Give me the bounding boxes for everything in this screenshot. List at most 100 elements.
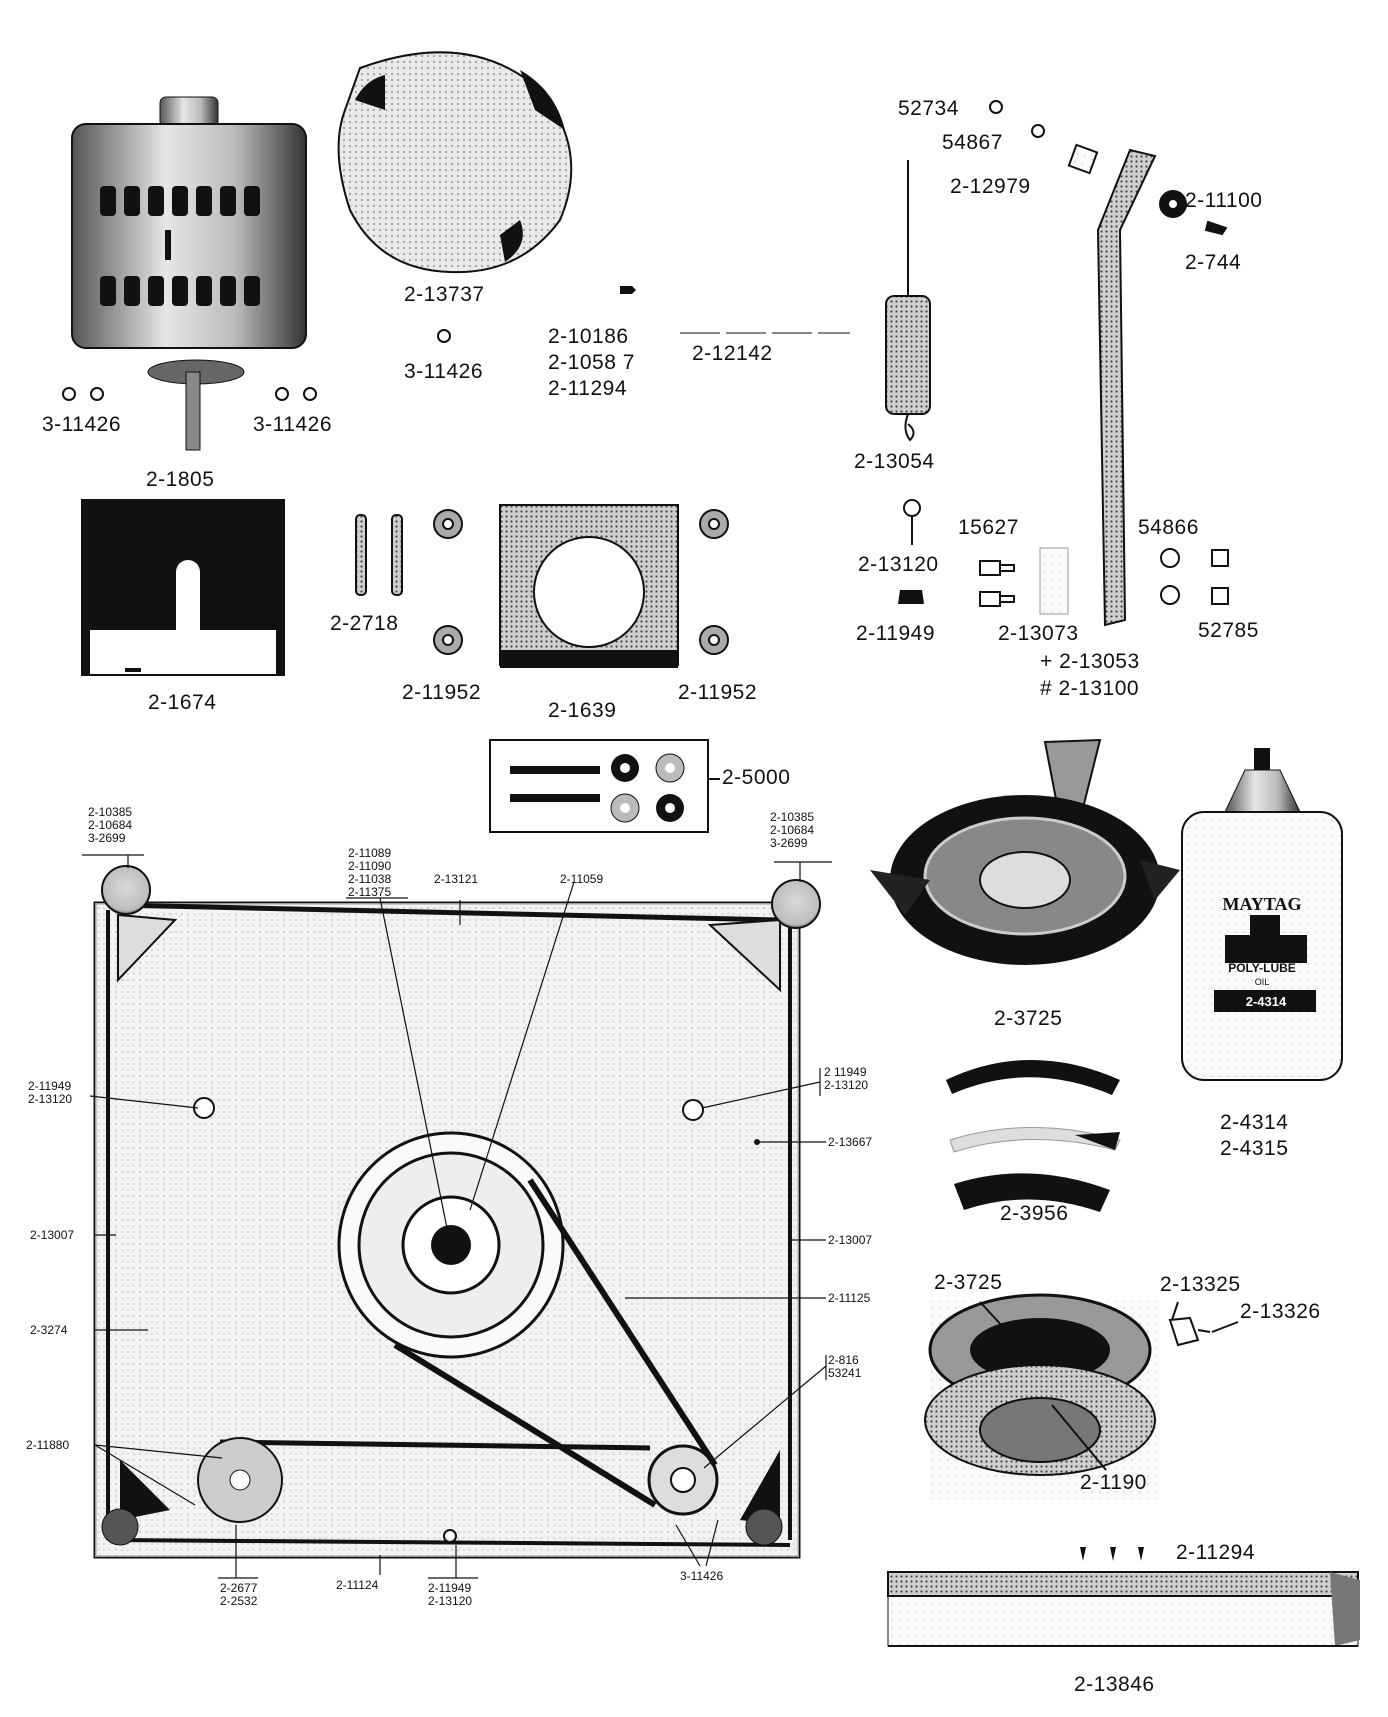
gearcase-leaders bbox=[979, 1301, 1239, 1471]
label-mount-right: 2-11952 bbox=[678, 681, 758, 704]
label-brakes: 2-3956 bbox=[1000, 1202, 1069, 1225]
eyebolt-illustration bbox=[903, 499, 921, 545]
label-right-816-2: 53241 bbox=[828, 1366, 862, 1380]
label-trim: 2-13846 bbox=[1074, 1673, 1155, 1696]
label-tl-foot-3: 3-2699 bbox=[88, 831, 126, 845]
label-tr-foot-2: 2-10684 bbox=[770, 823, 815, 837]
label-pulley-3: 2-11038 bbox=[348, 872, 392, 886]
bolts-15627 bbox=[979, 560, 1015, 607]
label-right-mount-2: 2-13120 bbox=[824, 1078, 869, 1092]
gearcase-illustration bbox=[924, 1293, 1211, 1500]
label-52785: 52785 bbox=[1198, 619, 1259, 642]
label-gearcase-1190: 2-1190 bbox=[1080, 1471, 1147, 1494]
label-bottom-2677-2: 2-2532 bbox=[220, 1594, 258, 1608]
label-right-mount-1: 2 11949 bbox=[824, 1065, 867, 1079]
cover-tab bbox=[520, 70, 565, 130]
label-54866: 54866 bbox=[1138, 516, 1199, 539]
label-2-744: 2-744 bbox=[1185, 251, 1242, 274]
label-oil: 2-4314 2-4315 bbox=[1220, 1110, 1288, 1162]
label-pulley-parts: 2-11089 2-11090 2-11038 2-11375 bbox=[348, 847, 391, 899]
label-gearcase-3725: 2-3725 bbox=[934, 1271, 1003, 1294]
rod-illustration bbox=[1096, 148, 1157, 627]
oil-bottle-brand: MAYTAG bbox=[1222, 894, 1301, 914]
label-3-11426: 3-11426 bbox=[680, 1569, 724, 1583]
label-motor-nuts-right: 3-11426 bbox=[253, 413, 333, 436]
label-bottom-11949-1: 2-11949 bbox=[428, 1581, 472, 1595]
label-2-11880: 2-11880 bbox=[26, 1438, 70, 1452]
label-right-13007: 2-13007 bbox=[828, 1233, 873, 1247]
label-gearcase-13325: 2-13325 bbox=[1160, 1273, 1241, 1296]
label-kit: 2-5000 bbox=[722, 766, 791, 789]
label-left-mount: 2-11949 2-13120 bbox=[28, 1080, 72, 1106]
label-bottom-2677: 2-2677 2-2532 bbox=[220, 1582, 257, 1608]
label-2-11100: 2-11100 bbox=[1185, 189, 1263, 212]
label-2-11949: 2-11949 bbox=[856, 622, 936, 645]
label-right-mount: 2 11949 2-13120 bbox=[824, 1066, 868, 1092]
label-bottom-2677-1: 2-2677 bbox=[220, 1581, 258, 1595]
mounts-11952 bbox=[433, 509, 729, 655]
label-2-3274: 2-3274 bbox=[30, 1323, 68, 1337]
label-tr-foot-3: 3-2699 bbox=[770, 836, 808, 850]
cover-illustration bbox=[337, 51, 573, 274]
label-screw-1: 2-10186 bbox=[548, 325, 629, 348]
label-pulley-1: 2-11089 bbox=[348, 846, 392, 860]
label-screw-3: 2-11294 bbox=[548, 377, 628, 400]
label-2-13073: 2-13073 bbox=[998, 622, 1079, 645]
label-rod: 2-12142 bbox=[692, 342, 773, 365]
label-spring: 2-13054 bbox=[854, 450, 935, 473]
label-bottom-11949: 2-11949 2-13120 bbox=[428, 1582, 472, 1608]
label-2-11294: 2-11294 bbox=[1176, 1541, 1256, 1564]
springs-2718-illustration bbox=[355, 514, 403, 596]
label-motor: 2-1805 bbox=[146, 468, 215, 491]
label-pulley-2: 2-11090 bbox=[348, 859, 392, 873]
base-illustration bbox=[93, 865, 821, 1559]
label-tl-foot-1: 2-10385 bbox=[88, 805, 133, 819]
motor-illustration bbox=[71, 96, 307, 451]
label-cover: 2-13737 bbox=[404, 283, 485, 306]
label-52734: 52734 bbox=[898, 97, 959, 120]
label-left-mount-2: 2-13120 bbox=[28, 1092, 73, 1106]
label-bracket: 2-1639 bbox=[548, 699, 617, 722]
small-hardware bbox=[989, 100, 1228, 236]
label-2-11059: 2-11059 bbox=[560, 872, 604, 886]
label-bottom-11949-2: 2-13120 bbox=[428, 1594, 473, 1608]
label-screws: 2-10186 2-1058 7 2-11294 bbox=[548, 324, 635, 402]
bracket-illustration bbox=[499, 504, 679, 668]
trim-illustration bbox=[887, 1571, 1360, 1647]
label-tl-foot-2: 2-10684 bbox=[88, 818, 133, 832]
screw-icon bbox=[620, 286, 636, 294]
bolt-icon bbox=[898, 590, 924, 604]
guard-illustration bbox=[81, 499, 285, 676]
oil-bottle-number: 2-4314 bbox=[1246, 994, 1287, 1009]
label-tl-foot: 2-10385 2-10684 3-2699 bbox=[88, 806, 132, 845]
label-gearcase-13326: 2-13326 bbox=[1240, 1300, 1321, 1323]
oil-bottle-illustration bbox=[1181, 748, 1343, 1081]
washers-54866 bbox=[1160, 548, 1229, 605]
cover-tab bbox=[500, 220, 523, 262]
label-2-11124: 2-11124 bbox=[336, 1578, 379, 1592]
label-tr-foot: 2-10385 2-10684 3-2699 bbox=[770, 811, 814, 850]
motor-nuts bbox=[62, 329, 451, 401]
leader-lines bbox=[82, 854, 832, 1579]
label-agitator: 2-3725 bbox=[994, 1007, 1063, 1030]
spring-illustration bbox=[885, 160, 931, 442]
label-2-11125: 2-11125 bbox=[828, 1291, 871, 1305]
label-right-816: 2-816 53241 bbox=[828, 1354, 861, 1380]
label-2-12979: 2-12979 bbox=[950, 175, 1031, 198]
label-guard: 2-1674 bbox=[148, 691, 217, 714]
label-screw-2: 2-1058 7 bbox=[548, 351, 635, 374]
label-2-13100: # 2-13100 bbox=[1040, 677, 1140, 700]
label-54867: 54867 bbox=[942, 131, 1003, 154]
label-15627: 15627 bbox=[958, 516, 1019, 539]
label-springs-2718: 2-2718 bbox=[330, 612, 399, 635]
agitator-illustration bbox=[870, 738, 1180, 965]
label-pulley-4: 2-11375 bbox=[348, 885, 392, 899]
label-2-13667: 2-13667 bbox=[828, 1135, 873, 1149]
plate-13073 bbox=[1039, 547, 1069, 615]
label-right-816-1: 2-816 bbox=[828, 1353, 859, 1367]
label-tr-foot-1: 2-10385 bbox=[770, 810, 815, 824]
label-mount-left: 2-11952 bbox=[402, 681, 482, 704]
screws-11294 bbox=[1080, 1547, 1144, 1561]
label-motor-nuts-left: 3-11426 bbox=[42, 413, 122, 436]
